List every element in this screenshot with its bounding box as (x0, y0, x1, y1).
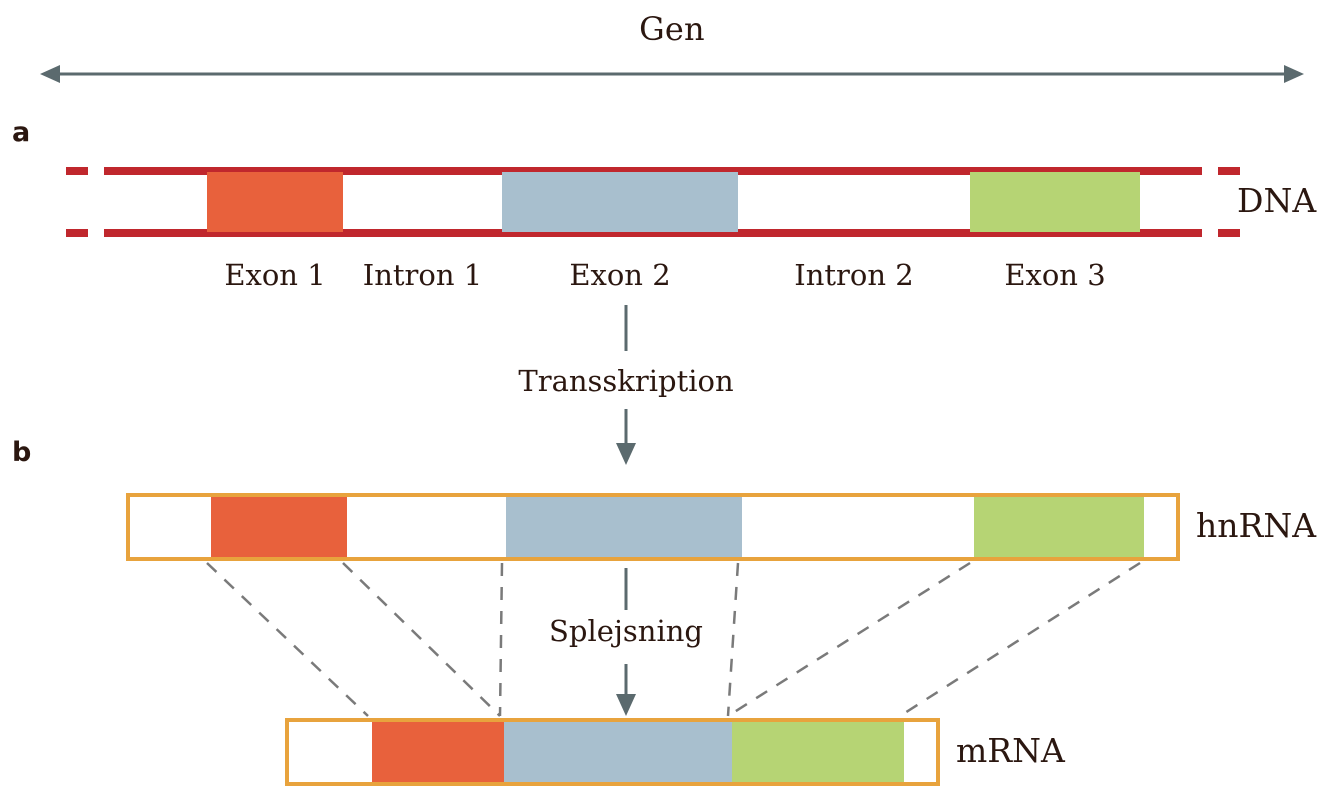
transcription-arrow (576, 305, 676, 465)
page-title: Gen (639, 10, 705, 48)
panel-b-letter: b (12, 437, 32, 468)
dna-label-exon-3: Exon 3 (1004, 258, 1106, 292)
mrna-segment-trailer (904, 722, 936, 782)
mrna-segment-exon-1 (372, 722, 504, 782)
mrna-segment-leader (289, 722, 372, 782)
dna-label-intron-2: Intron 2 (794, 258, 914, 292)
hnrna-row-label: hnRNA (1196, 506, 1317, 545)
hnrna-segment-exon-3 (974, 497, 1144, 557)
mrna-segment-exon-3 (732, 722, 904, 782)
gene-span-arrow (40, 56, 1304, 92)
dna-segment-exon-2 (502, 172, 738, 232)
dna-strand-top-line (126, 167, 1182, 175)
hnrna-box (126, 493, 1180, 561)
dna-dash-bottom-right (1180, 229, 1242, 237)
dna-segment-exon-1 (207, 172, 343, 232)
transcription-label: Transskription (518, 364, 734, 398)
hnrna-segment-intron-1 (347, 497, 506, 557)
hnrna-segment-trailer (1144, 497, 1176, 557)
dna-strand-group (0, 150, 1344, 250)
mrna-segment-exon-2 (504, 722, 732, 782)
dna-segment-exon-3 (970, 172, 1140, 232)
dna-label-exon-2: Exon 2 (569, 258, 671, 292)
dna-row-label: DNA (1237, 181, 1317, 220)
hnrna-segment-leader (130, 497, 211, 557)
hnrna-segment-intron-2 (742, 497, 974, 557)
dna-dash-top-right (1180, 167, 1242, 175)
dna-segment-label-row: Exon 1 Intron 1 Exon 2 Intron 2 Exon 3 (0, 258, 1344, 302)
hnrna-segment-exon-2 (506, 497, 742, 557)
splicing-label: Splejsning (549, 614, 703, 648)
mrna-row-label: mRNA (956, 731, 1065, 770)
mrna-box (285, 718, 940, 786)
splicing-arrow (576, 568, 676, 716)
dna-label-exon-1: Exon 1 (224, 258, 326, 292)
dna-strand-bottom-line (126, 229, 1182, 237)
dna-dash-top-left (66, 167, 128, 175)
dna-label-intron-1: Intron 1 (362, 258, 483, 292)
hnrna-segment-exon-1 (211, 497, 347, 557)
dna-dash-bottom-left (66, 229, 128, 237)
panel-a-letter: a (12, 117, 31, 148)
